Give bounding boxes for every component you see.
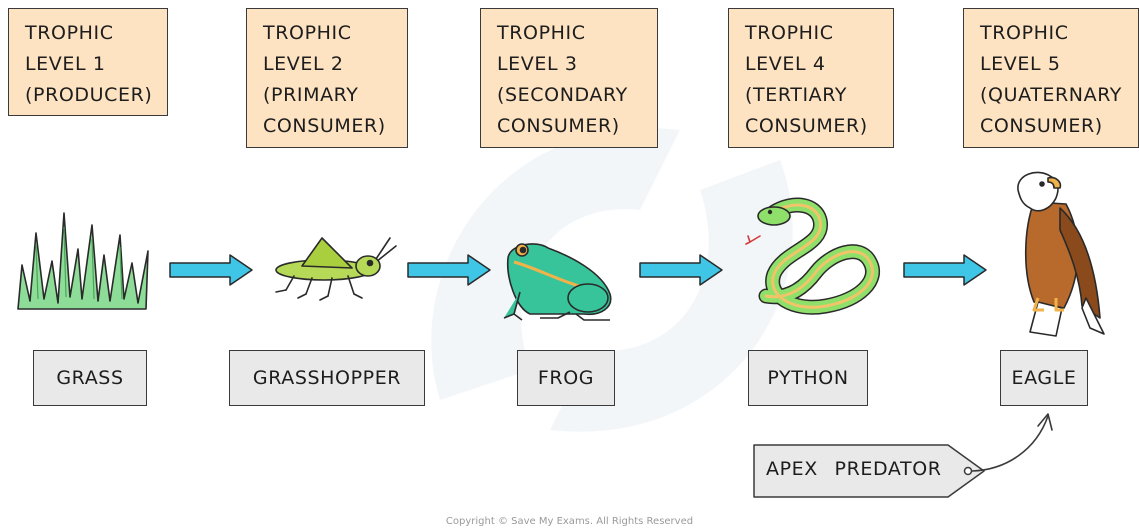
trophic-level-3-box: TROPHIC LEVEL 3 (SECONDARY CONSUMER) [480, 8, 658, 148]
arrow-right-icon [639, 254, 723, 286]
organism-name: PYTHON [767, 367, 849, 389]
level-number: LEVEL 5 [980, 53, 1061, 75]
level-number: LEVEL 4 [745, 53, 826, 75]
arrow-right-icon [407, 254, 491, 286]
level-role: (PRIMARY CONSUMER) [263, 84, 386, 137]
level-role: (PRODUCER) [25, 84, 153, 106]
organism-label-grass: GRASS [33, 350, 147, 406]
level-role: (QUATERNARY CONSUMER) [980, 84, 1123, 137]
organism-name: FROG [537, 367, 595, 389]
organism-name: EAGLE [1011, 367, 1077, 389]
level-heading: TROPHIC [263, 22, 352, 44]
python-icon [745, 197, 881, 315]
organism-name: GRASSHOPPER [252, 367, 402, 389]
organism-name: GRASS [56, 367, 124, 389]
level-heading: TROPHIC [497, 22, 586, 44]
level-number: LEVEL 1 [25, 53, 106, 75]
organism-label-python: PYTHON [748, 350, 868, 406]
level-role: (SECONDARY CONSUMER) [497, 84, 628, 137]
level-number: LEVEL 2 [263, 53, 344, 75]
apex-predator-label: APEX PREDATOR [766, 458, 942, 480]
level-heading: TROPHIC [25, 22, 114, 44]
level-number: LEVEL 3 [497, 53, 578, 75]
grass-icon [17, 212, 149, 310]
trophic-level-2-box: TROPHIC LEVEL 2 (PRIMARY CONSUMER) [246, 8, 408, 148]
arrow-right-icon [903, 254, 987, 286]
trophic-level-1-box: TROPHIC LEVEL 1 (PRODUCER) [8, 8, 168, 116]
organism-label-eagle: EAGLE [1000, 350, 1088, 406]
level-role: (TERTIARY CONSUMER) [745, 84, 868, 137]
grasshopper-icon [275, 237, 397, 301]
arrow-right-icon [169, 254, 253, 286]
organism-label-frog: FROG [517, 350, 615, 406]
level-heading: TROPHIC [745, 22, 834, 44]
trophic-level-4-box: TROPHIC LEVEL 4 (TERTIARY CONSUMER) [728, 8, 894, 148]
apex-pointer-arrow-icon [971, 413, 1053, 472]
level-heading: TROPHIC [980, 22, 1069, 44]
copyright-notice: Copyright © Save My Exams. All Rights Re… [445, 516, 694, 527]
eagle-icon [1017, 171, 1105, 337]
trophic-level-5-box: TROPHIC LEVEL 5 (QUATERNARY CONSUMER) [963, 8, 1139, 148]
apex-tag-icon [753, 444, 985, 498]
frog-icon [503, 243, 612, 321]
organism-label-grasshopper: GRASSHOPPER [229, 350, 425, 406]
